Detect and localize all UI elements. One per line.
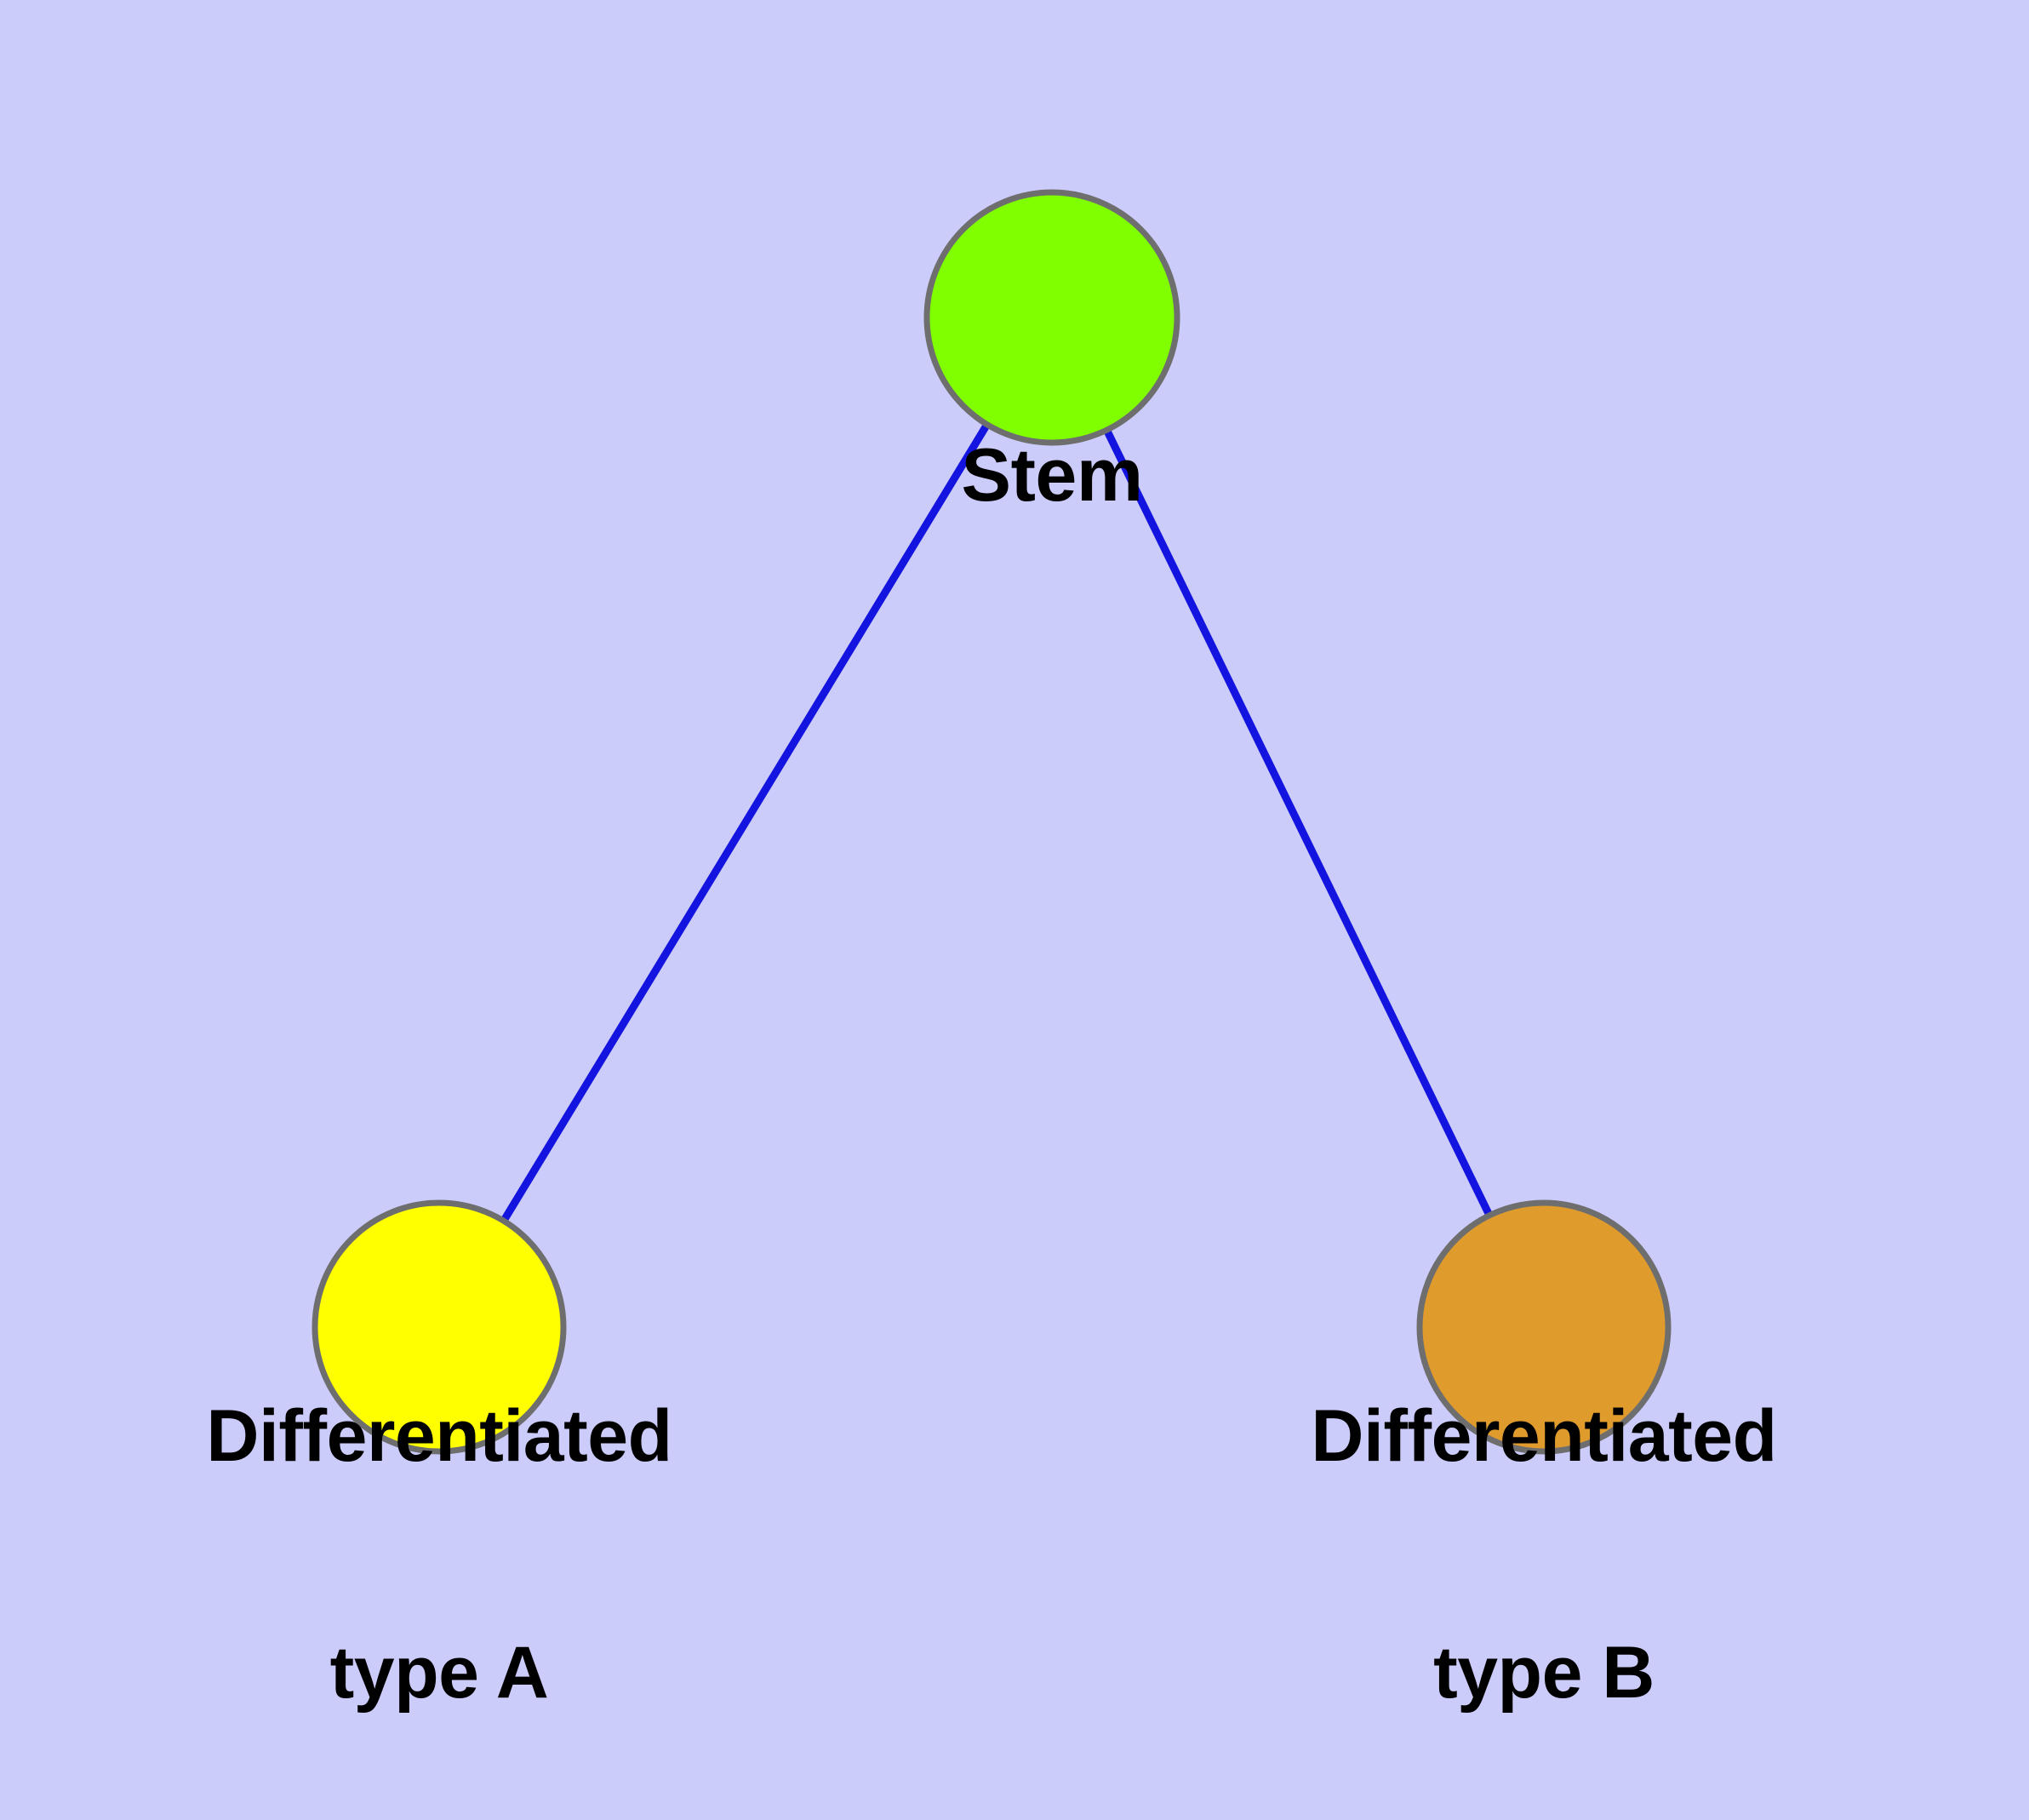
node-differentiated-type-a[interactable]	[311, 1199, 567, 1455]
node-layer	[311, 189, 1672, 1455]
edge-stem-to-diff-b[interactable]	[1048, 316, 1548, 1329]
node-stem[interactable]	[923, 189, 1180, 446]
node-differentiated-type-b[interactable]	[1416, 1199, 1672, 1455]
edge-stem-to-diff-a[interactable]	[436, 315, 1055, 1330]
edge-layer	[436, 315, 1548, 1330]
